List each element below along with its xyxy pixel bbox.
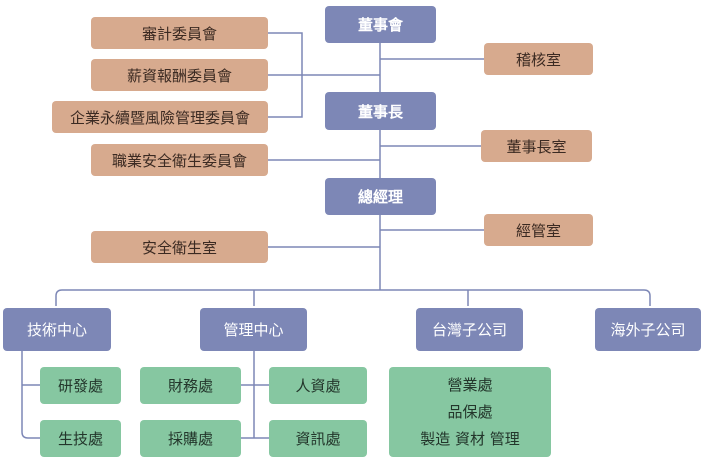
overseas-subsidiary-box: 海外子公司 xyxy=(595,308,701,351)
taiwan-subsidiary-box: 台灣子公司 xyxy=(416,308,523,351)
tech-center-box: 技術中心 xyxy=(3,308,111,351)
board-of-directors-box: 董事會 xyxy=(325,6,436,43)
it-dept-box: 資訊處 xyxy=(269,420,367,457)
purchasing-dept-box: 採購處 xyxy=(140,420,241,457)
audit-office-box: 稽核室 xyxy=(484,43,593,75)
management-office-box: 經管室 xyxy=(484,214,593,246)
rd-dept-box: 研發處 xyxy=(40,367,121,404)
sustainability-risk-committee-box: 企業永續暨風險管理委員會 xyxy=(52,101,268,133)
occupational-safety-committee-box: 職業安全衛生委員會 xyxy=(91,144,268,176)
quality-dept-label: 品保處 xyxy=(447,402,493,421)
manufacturing-materials-label: 製造 資材 管理 xyxy=(420,429,520,448)
biotech-dept-box: 生技處 xyxy=(40,420,121,457)
safety-office-box: 安全衛生室 xyxy=(91,231,268,263)
audit-committee-box: 審計委員會 xyxy=(91,17,268,49)
division-bus-line xyxy=(55,289,651,306)
chairman-office-box: 董事長室 xyxy=(481,130,592,162)
finance-dept-box: 財務處 xyxy=(140,367,241,404)
hr-dept-box: 人資處 xyxy=(269,367,367,404)
management-center-box: 管理中心 xyxy=(200,308,307,351)
chairman-box: 董事長 xyxy=(325,92,436,130)
sales-dept-label: 營業處 xyxy=(447,375,493,394)
general-manager-box: 總經理 xyxy=(325,178,436,215)
taiwan-units-box: 營業處 品保處 製造 資材 管理 xyxy=(389,367,551,457)
compensation-committee-box: 薪資報酬委員會 xyxy=(91,59,268,91)
tech-units-line xyxy=(21,351,40,439)
